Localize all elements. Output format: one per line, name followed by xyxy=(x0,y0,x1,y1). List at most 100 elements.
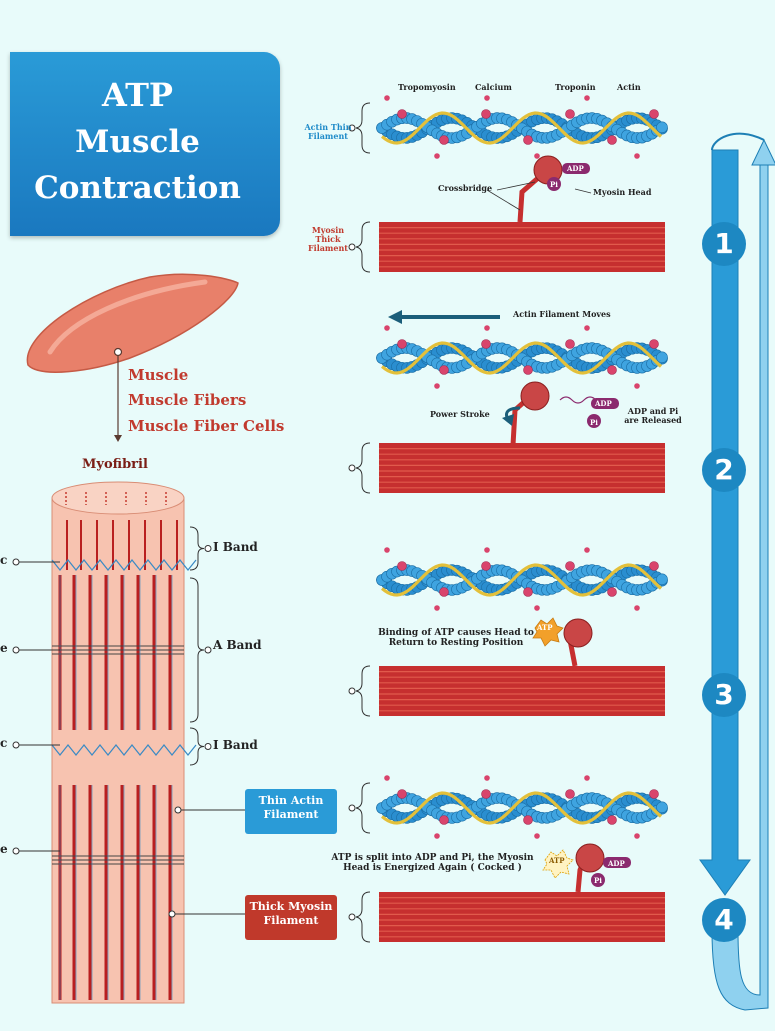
pi-badge-1: Pi xyxy=(550,181,558,189)
calcium-dot xyxy=(434,153,440,159)
label-power-stroke: Power Stroke xyxy=(430,410,490,419)
bracket-a-band-dot xyxy=(205,647,211,653)
myosin-bracket xyxy=(356,666,370,716)
troponin-dot xyxy=(440,588,449,597)
title-line-3: Contraction xyxy=(10,170,265,206)
troponin-dot xyxy=(524,816,533,825)
release-squiggle xyxy=(560,397,596,403)
troponin-dot xyxy=(482,562,491,571)
label-muscle-fiber-cells: Muscle Fiber Cells xyxy=(128,418,284,435)
troponin-dot xyxy=(650,340,659,349)
calcium-dot xyxy=(434,605,440,611)
legend-thick-myosin: Thick Myosin Filament xyxy=(245,895,337,940)
label-actin-filament-moves: Actin Filament Moves xyxy=(513,310,611,319)
calcium-dot xyxy=(584,775,590,781)
troponin-dot xyxy=(650,790,659,799)
legend-thin-actin: Thin Actin Filament xyxy=(245,789,337,834)
myosin-head-pointer xyxy=(575,189,591,193)
bracket-i-band-top xyxy=(190,527,204,570)
troponin-dot xyxy=(524,588,533,597)
calcium-dot xyxy=(534,833,540,839)
step-number-3: 3 xyxy=(702,673,746,717)
cycle-arrow xyxy=(700,134,775,1010)
troponin-dot xyxy=(608,136,617,145)
stub-2-dot xyxy=(13,647,19,653)
atp-badge-3: ATP xyxy=(537,624,553,632)
pi-badge-2: Pi xyxy=(590,419,598,427)
troponin-dot xyxy=(566,340,575,349)
actin-filament-step-4 xyxy=(377,775,668,839)
stub-label-2: e xyxy=(0,642,8,655)
troponin-dot xyxy=(482,110,491,119)
actin-filament-step-1 xyxy=(377,95,668,159)
stub-label-1: c xyxy=(0,554,7,567)
muscle-shape xyxy=(27,274,238,372)
label-myofibril: Myofibril xyxy=(82,458,148,472)
myosin-filament-step-2 xyxy=(349,443,665,493)
label-muscle: Muscle xyxy=(128,367,188,384)
myosin-head-shape xyxy=(521,382,549,410)
bracket-i-band-top-dot xyxy=(205,546,211,552)
calcium-dot xyxy=(384,325,390,331)
calcium-dot xyxy=(384,95,390,101)
myosin-filament-step-3 xyxy=(349,666,665,716)
myosin-head-step-2 xyxy=(521,382,549,410)
calcium-dot xyxy=(584,95,590,101)
muscle-pointer-dot xyxy=(115,349,122,356)
label-a-band: A Band xyxy=(213,639,262,652)
myosin-body xyxy=(379,443,665,493)
pi-badge-4: Pi xyxy=(594,877,602,885)
cycle-arrow-top xyxy=(712,134,764,150)
myosin-bracket xyxy=(356,443,370,493)
troponin-dot xyxy=(566,790,575,799)
myosin-head-shape xyxy=(576,844,604,872)
troponin-dot xyxy=(440,136,449,145)
troponin-dot xyxy=(398,790,407,799)
stub-label-3: c xyxy=(0,737,7,750)
myosin-body xyxy=(379,892,665,942)
troponin-dot xyxy=(524,366,533,375)
actin-bracket-path xyxy=(356,103,370,153)
myosin-bracket xyxy=(356,222,370,272)
bracket-dot xyxy=(349,688,355,694)
bracket-dot xyxy=(349,465,355,471)
calcium-dot xyxy=(384,547,390,553)
calcium-dot xyxy=(584,325,590,331)
label-myosin-thick-filament: Myosin Thick Filament xyxy=(302,226,354,252)
myosin-bracket xyxy=(356,892,370,942)
troponin-dot xyxy=(650,562,659,571)
bracket-dot xyxy=(349,914,355,920)
adp-badge-1: ADP xyxy=(567,165,584,173)
actin-bead xyxy=(657,122,668,133)
actin-bead xyxy=(657,574,668,585)
troponin-dot xyxy=(650,110,659,119)
actin-bead xyxy=(657,802,668,813)
label-adp-pi-released: ADP and Pi are Released xyxy=(622,407,684,425)
label-myosin-head: Myosin Head xyxy=(593,188,651,197)
adp-badge-2: ADP xyxy=(595,400,612,408)
title-line-2: Muscle xyxy=(10,124,265,160)
calcium-dot xyxy=(484,775,490,781)
actin-bracket-dot xyxy=(349,805,355,811)
calcium-dot xyxy=(634,833,640,839)
label-atp-split: ATP is split into ADP and Pi, the Myosin… xyxy=(330,854,535,874)
label-calcium: Calcium xyxy=(475,83,512,92)
myosin-filament-step-1 xyxy=(349,222,665,272)
actin-bracket-path xyxy=(356,783,370,833)
calcium-dot xyxy=(434,833,440,839)
calcium-dot xyxy=(584,547,590,553)
label-actin-thin-filament: Actin Thin Filament xyxy=(302,123,354,141)
bracket-i-band-bottom xyxy=(190,728,204,765)
troponin-dot xyxy=(398,340,407,349)
label-i-band-bottom: I Band xyxy=(213,739,258,752)
calcium-dot xyxy=(634,605,640,611)
calcium-dot xyxy=(534,605,540,611)
troponin-dot xyxy=(566,562,575,571)
calcium-dot xyxy=(634,153,640,159)
label-i-band-top: I Band xyxy=(213,541,258,554)
myofibril-illustration xyxy=(13,482,245,1003)
myosin-filament-step-4 xyxy=(349,892,665,942)
actin-bracket-step4 xyxy=(349,783,370,833)
atp-badge-4: ATP xyxy=(549,857,565,865)
calcium-dot xyxy=(484,547,490,553)
